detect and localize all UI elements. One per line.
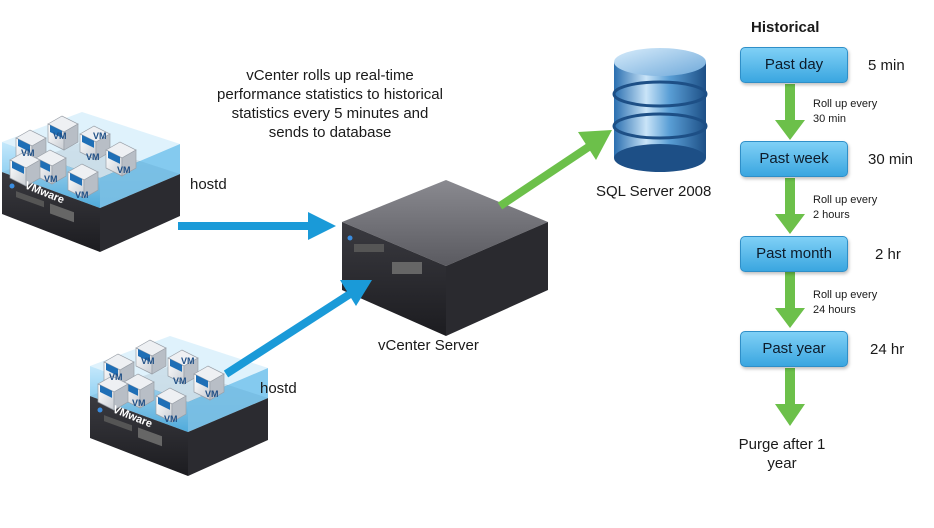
hostd-label-2: hostd [260, 380, 297, 397]
rollup-description: vCenter rolls up real-time performance s… [190, 66, 470, 142]
vm-label: VM [44, 174, 58, 184]
vm-label: VM [86, 152, 100, 162]
rollup-arrow-3 [775, 272, 805, 328]
vm-label: VM [164, 414, 178, 424]
stage-past-week: Past week [740, 141, 848, 177]
rollup-note-line: Roll up every [813, 98, 878, 110]
purge-line: Purge after 1 [738, 436, 826, 453]
vcenter-server-icon [342, 180, 548, 336]
stage-past-year: Past year [740, 331, 848, 367]
sql-database-icon [612, 48, 708, 172]
vcenter-to-database-arrow [497, 130, 612, 210]
vm-label: VM [93, 131, 107, 141]
vm-label: VM [117, 165, 131, 175]
description-line: performance statistics to historical [217, 86, 443, 103]
host2-to-vcenter-arrow [223, 280, 372, 378]
rollup-arrow-2 [775, 178, 805, 234]
vm-label: VM [53, 131, 67, 141]
purge-note: Purge after 1 year [722, 435, 842, 473]
description-line: statistics every 5 minutes and [231, 105, 429, 122]
vm-label: VM [205, 389, 219, 399]
rollup-note-line: 24 hours [813, 304, 856, 316]
interval-past-day: 5 min [868, 57, 905, 74]
vm-label: VM [181, 356, 195, 366]
rollup-note-1: Roll up every 30 min [813, 97, 877, 127]
stage-past-month: Past month [740, 236, 848, 272]
host1-to-vcenter-arrow [178, 212, 336, 240]
description-line: vCenter rolls up real-time [246, 67, 414, 84]
vm-label: VM [109, 372, 123, 382]
vcenter-server-label: vCenter Server [378, 337, 479, 354]
rollup-note-line: Roll up every [813, 194, 878, 206]
purge-arrow [775, 368, 805, 426]
rollup-note-3: Roll up every 24 hours [813, 288, 877, 318]
rollup-note-line: 2 hours [813, 209, 850, 221]
interval-past-month: 2 hr [875, 246, 901, 263]
rollup-note-2: Roll up every 2 hours [813, 193, 877, 223]
vm-label: VM [75, 190, 89, 200]
interval-past-year: 24 hr [870, 341, 905, 358]
rollup-arrow-1 [775, 84, 805, 140]
database-label: SQL Server 2008 [596, 183, 712, 200]
vm-label: VM [141, 356, 155, 366]
description-line: sends to database [268, 124, 392, 141]
interval-past-week: 30 min [868, 151, 914, 168]
hostd-label-1: hostd [190, 176, 227, 193]
vm-label: VM [173, 376, 187, 386]
rollup-note-line: 30 min [813, 113, 847, 125]
rollup-note-line: Roll up every [813, 289, 878, 301]
historical-title: Historical [751, 19, 820, 36]
purge-line: year [767, 455, 797, 472]
vm-label: VM [132, 398, 146, 408]
stage-past-day: Past day [740, 47, 848, 83]
vm-label: VM [21, 148, 35, 158]
